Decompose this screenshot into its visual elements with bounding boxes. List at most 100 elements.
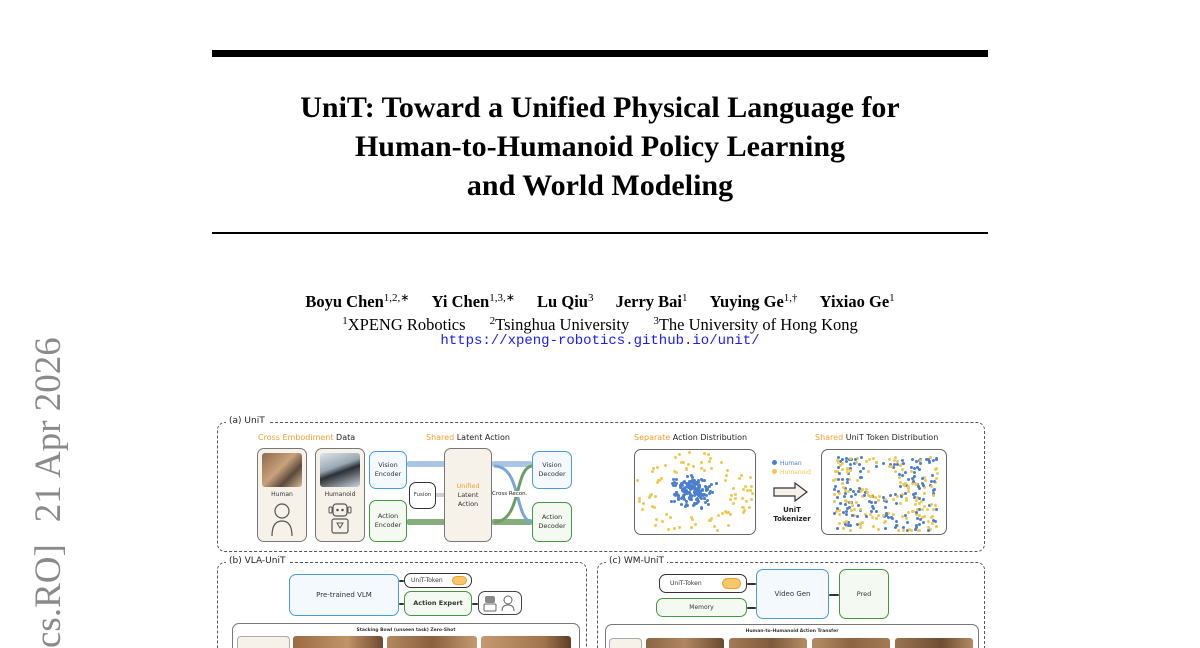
scatter-point — [692, 478, 696, 482]
scatter-point — [681, 490, 685, 494]
scatter-point — [726, 524, 730, 528]
scatter-point — [854, 458, 858, 462]
scatter-point — [906, 489, 910, 493]
scatter-point — [915, 523, 919, 527]
title-line: UniT: Toward a Unified Physical Language… — [300, 91, 900, 124]
scatter-point — [685, 484, 689, 488]
panel-label: (c) WM-UniT — [606, 555, 668, 567]
scatter-point — [917, 496, 921, 500]
scatter-point — [740, 506, 744, 510]
scatter-point — [843, 492, 847, 496]
scatter-point — [898, 485, 902, 489]
scatter-point — [683, 504, 687, 508]
scatter-point — [677, 525, 681, 529]
scatter-point — [842, 495, 846, 499]
scatter-point — [744, 499, 748, 503]
demo-frame — [293, 636, 383, 648]
scatter-point — [651, 467, 655, 471]
scatter-point — [717, 513, 721, 517]
author: Lu Qiu3 — [537, 292, 594, 311]
demo-frame — [646, 638, 724, 648]
project-url-link[interactable]: https://xpeng-robotics.github.io/unit/ — [440, 333, 760, 349]
panel-wm-unit: (c) WM-UniT — [597, 555, 985, 648]
scatter-point — [685, 492, 689, 496]
scatter-point — [694, 498, 698, 502]
scatter-point — [869, 512, 873, 516]
scatter-point — [888, 457, 892, 461]
scatter-point — [904, 470, 908, 474]
scatter-point — [921, 477, 925, 481]
scatter-point — [848, 463, 852, 467]
scatter-point — [895, 524, 899, 528]
scatter-point — [859, 521, 862, 525]
scatter-point — [832, 479, 836, 483]
scatter-point — [910, 528, 914, 532]
scatter-point — [836, 490, 840, 494]
vision-decoder: Vision Decoder — [532, 451, 572, 489]
scatter-point — [894, 492, 898, 496]
scatter-point — [849, 494, 853, 498]
scatter-point — [748, 489, 752, 493]
scatter-point — [869, 494, 873, 498]
shared-distribution-title: Shared UniT Token Distribution — [815, 433, 939, 442]
scatter-point — [910, 469, 914, 473]
scatter-point — [705, 488, 709, 492]
scatter-point — [933, 480, 937, 484]
scatter-point — [933, 503, 937, 507]
scatter-point — [708, 518, 712, 522]
scatter-point — [741, 497, 745, 501]
scatter-point — [696, 483, 700, 487]
robot-human-icon — [483, 595, 515, 612]
scatter-point — [705, 493, 709, 497]
scatter-point — [694, 523, 698, 527]
scatter-point — [832, 493, 836, 497]
scatter-point — [845, 456, 849, 460]
scatter-point — [897, 529, 901, 533]
scatter-point — [914, 482, 918, 486]
scatter-point — [742, 511, 746, 515]
scatter-point — [679, 484, 683, 488]
scatter-point — [690, 517, 694, 521]
scatter-point — [907, 478, 911, 482]
scatter-point — [895, 462, 899, 466]
scatter-point — [863, 494, 867, 498]
scatter-point — [887, 512, 891, 516]
action-decoder: Action Decoder — [532, 502, 572, 542]
scatter-point — [837, 521, 841, 525]
scatter-point — [922, 498, 926, 502]
demo-frame-blank — [237, 636, 290, 648]
scatter-point — [901, 474, 905, 478]
scatter-point — [848, 500, 852, 504]
scatter-point — [926, 520, 930, 524]
separate-scatter-plot — [634, 449, 756, 535]
scatter-point — [905, 483, 909, 487]
scatter-point — [680, 503, 684, 507]
scatter-point — [682, 481, 686, 485]
scatter-point — [859, 469, 863, 473]
scatter-point — [851, 504, 855, 508]
scatter-point — [672, 526, 676, 530]
scatter-point — [922, 476, 926, 480]
scatter-point — [886, 516, 890, 520]
scatter-point — [689, 484, 693, 488]
scatter-point — [723, 479, 727, 483]
scatter-point — [693, 483, 697, 487]
scatter-point — [684, 467, 688, 471]
scatter-point — [699, 505, 703, 509]
connector — [399, 603, 404, 605]
scatter-point — [899, 462, 903, 466]
scatter-point — [681, 488, 685, 492]
scatter-point — [684, 481, 688, 485]
author: Jerry Bai1 — [615, 292, 688, 311]
scatter-point — [703, 452, 706, 456]
scatter-point — [912, 475, 916, 479]
scatter-point — [720, 460, 724, 464]
scatter-point — [884, 514, 888, 518]
scatter-point — [687, 450, 691, 454]
connector — [472, 603, 478, 605]
scatter-point — [921, 515, 925, 519]
scatter-point — [709, 482, 713, 486]
scatter-point — [676, 494, 680, 498]
memory-block: Memory — [656, 598, 747, 617]
scatter-point — [699, 496, 703, 500]
